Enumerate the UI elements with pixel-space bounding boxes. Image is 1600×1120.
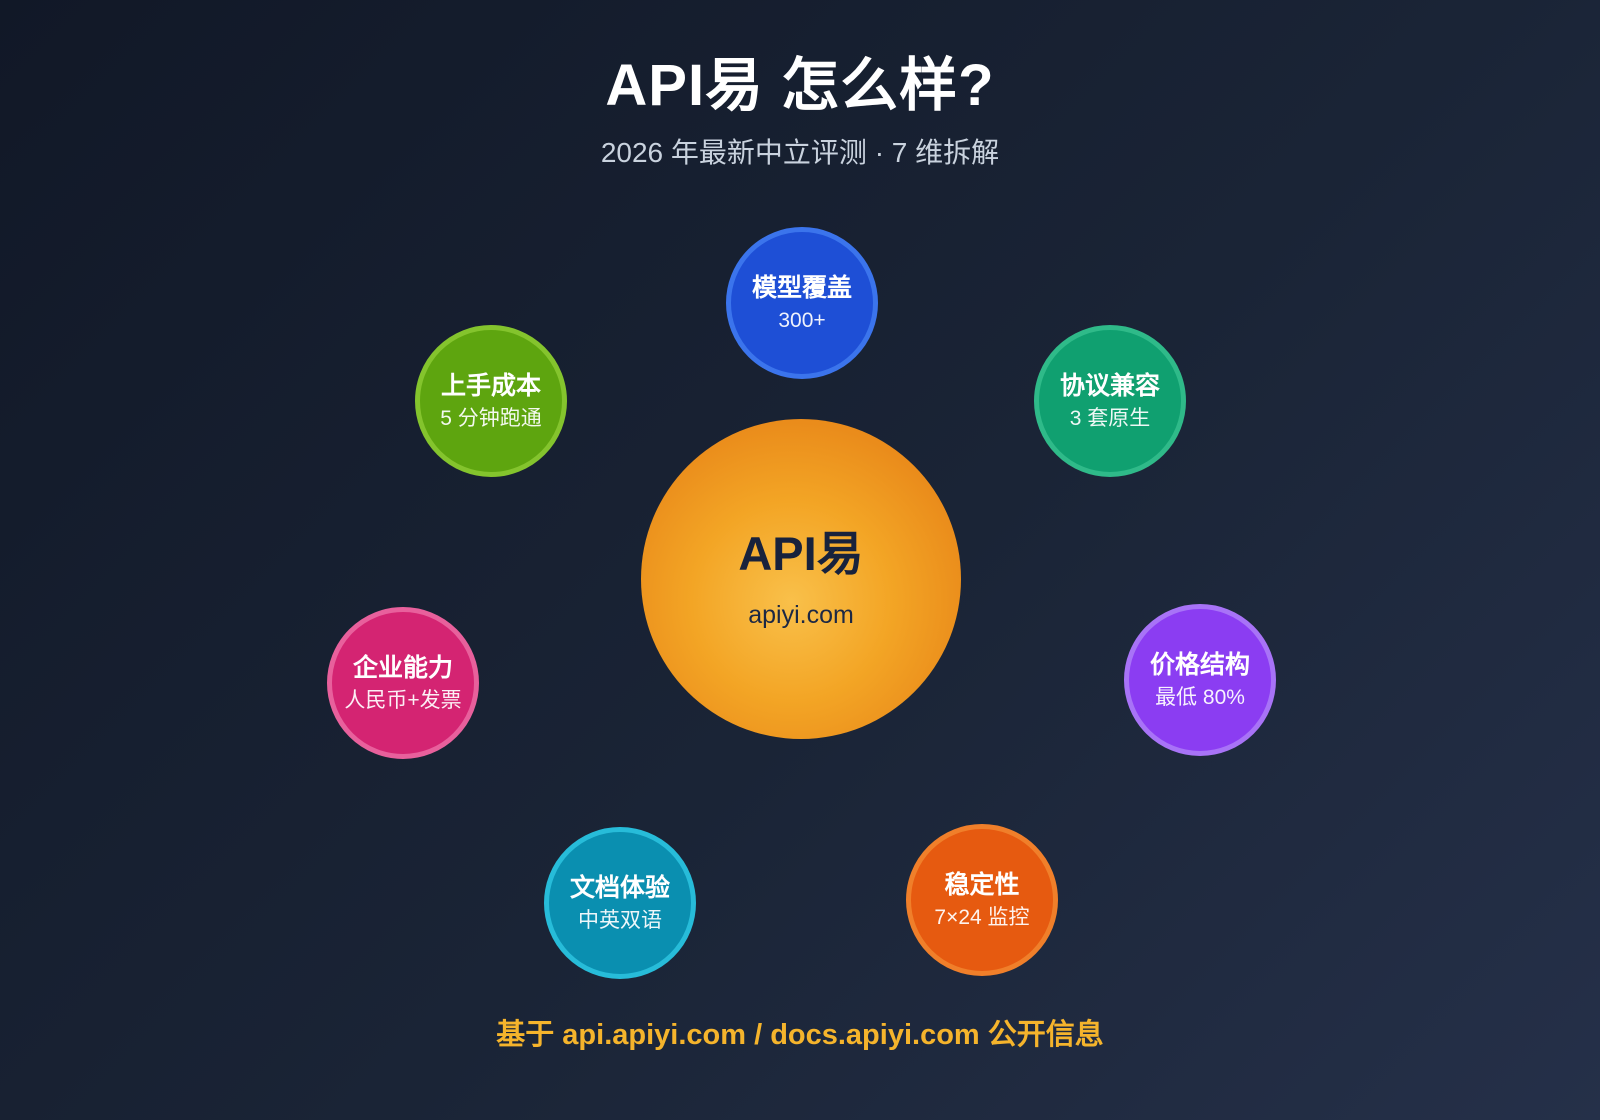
center-node-title: API易 — [738, 527, 864, 580]
node-value: 7×24 监控 — [934, 905, 1030, 929]
node-value: 中英双语 — [578, 908, 662, 932]
node-protocol-compatibility: 协议兼容 3 套原生 — [1034, 325, 1186, 477]
center-node-apiyi: API易 apiyi.com — [641, 419, 961, 739]
node-title: 价格结构 — [1149, 650, 1250, 679]
node-enterprise-capability: 企业能力 人民币+发票 — [327, 607, 479, 759]
node-title: 稳定性 — [944, 870, 1020, 899]
node-value: 最低 80% — [1155, 685, 1245, 709]
node-value: 3 套原生 — [1069, 406, 1151, 430]
node-title: 协议兼容 — [1059, 371, 1160, 400]
node-onboarding-cost: 上手成本 5 分钟跑通 — [415, 325, 567, 477]
node-value: 5 分钟跑通 — [440, 406, 542, 430]
node-title: 上手成本 — [440, 371, 541, 400]
node-title: 模型覆盖 — [751, 273, 852, 302]
node-stability: 稳定性 7×24 监控 — [906, 824, 1058, 976]
node-value: 人民币+发票 — [344, 688, 462, 712]
page-title: API易 怎么样? — [605, 53, 995, 118]
node-value: 300+ — [778, 308, 826, 332]
node-docs-experience: 文档体验 中英双语 — [544, 827, 696, 979]
footer-source-note: 基于 api.apiyi.com / docs.apiyi.com 公开信息 — [496, 1019, 1104, 1051]
node-title: 企业能力 — [352, 653, 453, 682]
page-subtitle: 2026 年最新中立评测 · 7 维拆解 — [600, 137, 1000, 168]
center-node-domain: apiyi.com — [748, 601, 854, 629]
node-model-coverage: 模型覆盖 300+ — [726, 227, 878, 379]
node-pricing-structure: 价格结构 最低 80% — [1124, 604, 1276, 756]
node-title: 文档体验 — [569, 873, 670, 902]
